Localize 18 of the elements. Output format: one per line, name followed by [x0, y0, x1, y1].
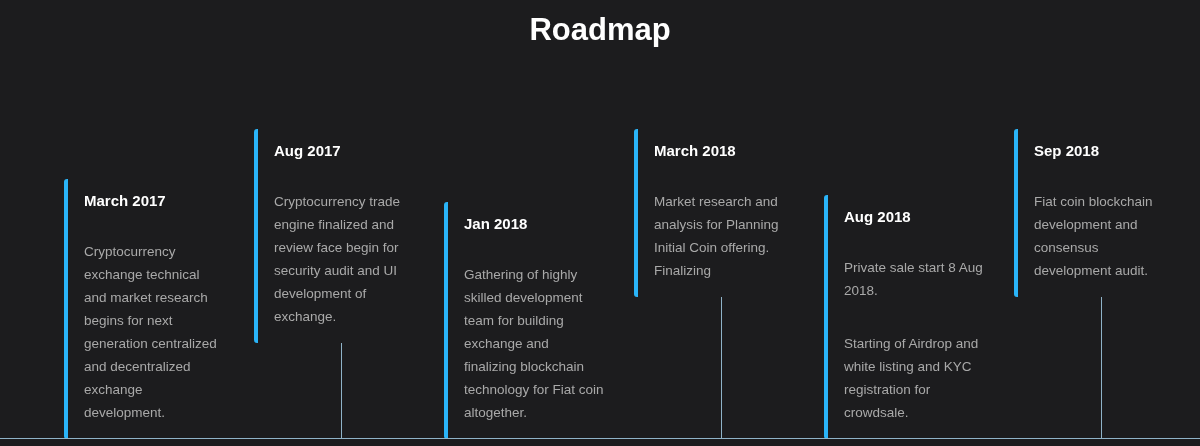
milestone-description: Private sale start 8 Aug 2018.	[844, 259, 984, 300]
milestone-date: March 2017	[84, 191, 167, 211]
milestone-date: March 2018	[654, 141, 737, 161]
milestone-description: Gathering of highly skilled development team for building exchange and finalizing blockchain technology for Fiat coin altogether.	[464, 266, 604, 422]
milestone-date: Sep 2018	[1034, 141, 1101, 161]
milestone-description: Starting of Airdrop and white listing and KYC registration for crowdsale.	[844, 335, 980, 422]
connector-line	[1101, 296, 1102, 439]
milestone-date: Aug 2018	[844, 207, 912, 227]
timeline-axis	[0, 438, 1200, 439]
milestone-description: Fiat coin blockchain development and consensus development audit.	[1034, 193, 1154, 280]
connector-line	[721, 296, 722, 439]
milestone-description: Cryptocurrency trade engine finalized and review face begin for security audit and UI development of exchange.	[274, 193, 402, 326]
title: Roadmap	[529, 11, 671, 49]
milestone-date: Aug 2017	[274, 141, 342, 161]
milestone-date: Jan 2018	[464, 214, 529, 234]
connector-line	[341, 342, 342, 439]
milestone-description: Cryptocurrency exchange technical and market research begins for next generation centralized and decentralized exchange development.	[84, 243, 218, 422]
milestone-description: Market research and analysis for Planning Initial Coin offering. Finalizing	[654, 193, 780, 280]
